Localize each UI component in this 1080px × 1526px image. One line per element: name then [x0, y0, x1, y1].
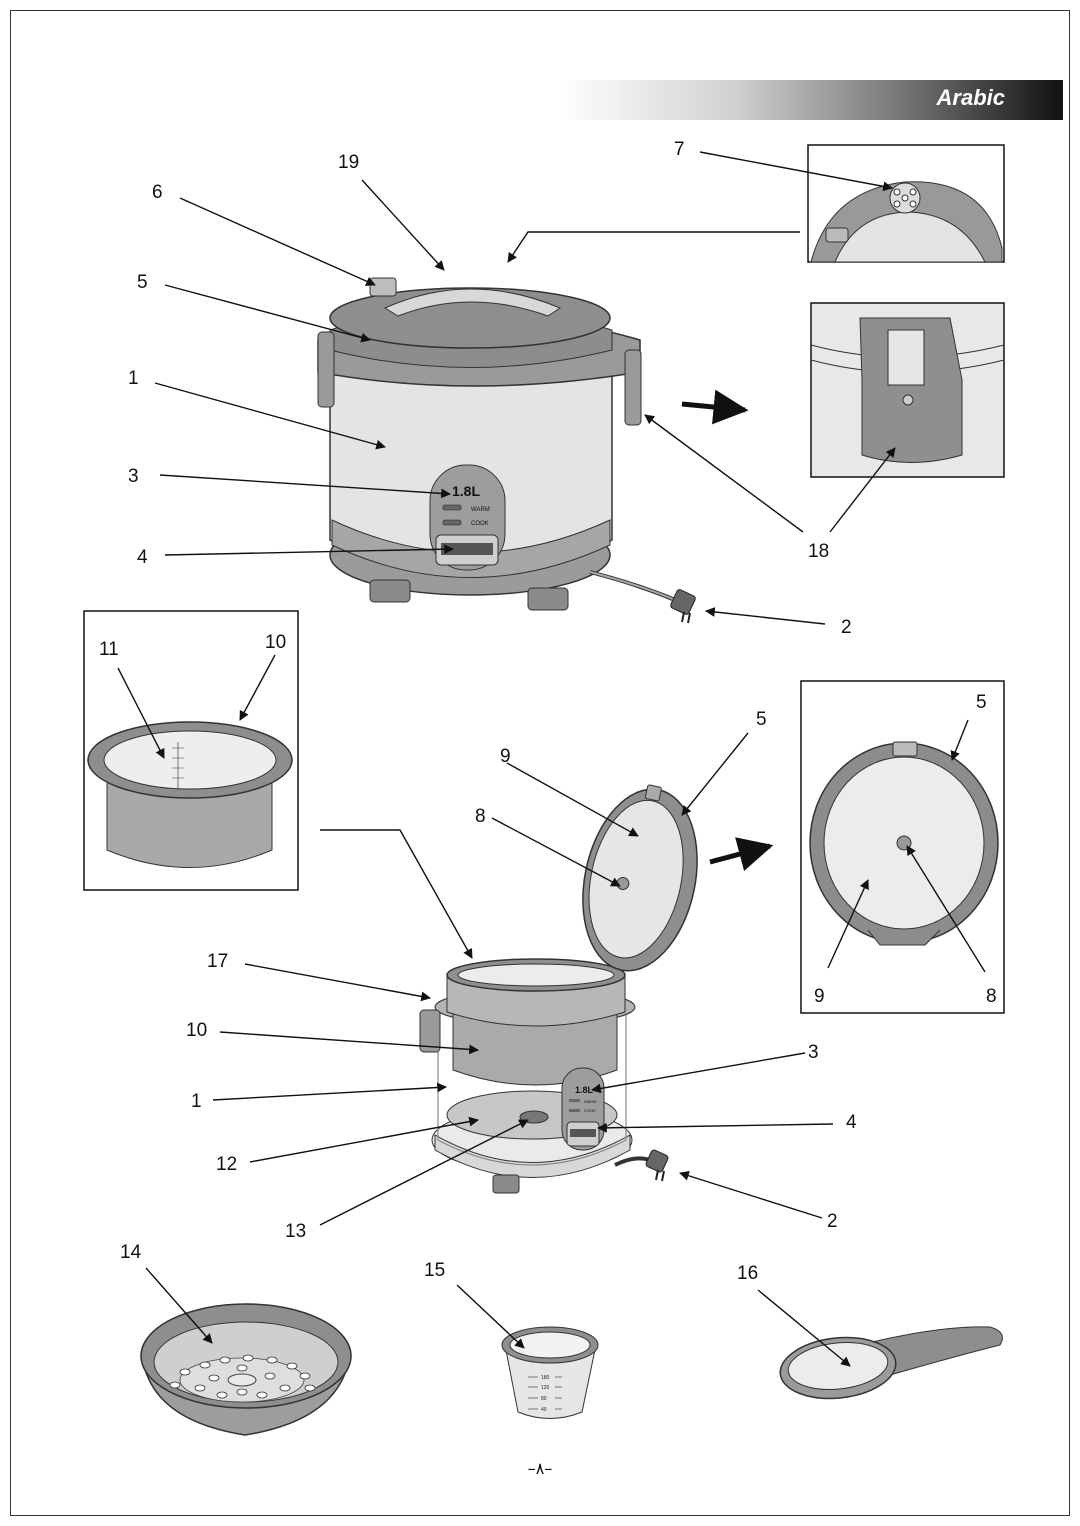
capacity-label-small: 1.8L [575, 1085, 594, 1095]
rice-cooker-closed: 1.8L WARM COOK [317, 277, 696, 624]
callout-2: 2 [827, 1211, 838, 1232]
callout-18: 18 [808, 541, 829, 562]
callout-10-inset: 10 [265, 632, 286, 653]
callout-14: 14 [120, 1242, 142, 1263]
language-banner: Arabic [560, 80, 1063, 120]
callout-4: 4 [846, 1112, 857, 1133]
callout-1: 1 [191, 1091, 202, 1112]
steamer-tray [140, 1303, 352, 1436]
callout-10: 10 [186, 1020, 207, 1041]
callout-8-inset: 8 [986, 986, 997, 1007]
callout-7: 7 [674, 139, 685, 160]
callout-9-lid: 9 [500, 746, 511, 767]
callout-3-top: 3 [128, 466, 139, 487]
callout-6: 6 [152, 182, 163, 203]
callout-13: 13 [285, 1221, 306, 1242]
cup-tick-120: 120 [541, 1385, 550, 1391]
inset-steam-vent [807, 144, 1005, 263]
inset-lid-latch [810, 302, 1005, 478]
callout-12: 12 [216, 1154, 237, 1175]
leader-lines [117, 151, 986, 1367]
callout-numbers: 6 19 7 5 1 3 4 18 2 11 10 9 5 8 5 9 8 17… [99, 139, 997, 1284]
callout-19: 19 [338, 152, 359, 173]
callout-11: 11 [99, 639, 119, 660]
callout-4-top: 4 [137, 547, 148, 568]
capacity-label: 1.8L [452, 483, 480, 499]
callout-16: 16 [737, 1263, 758, 1284]
cook-label: COOK [471, 521, 489, 527]
page-frame [10, 10, 1070, 1516]
callout-5-inset: 5 [976, 692, 987, 713]
callout-5-lid: 5 [756, 709, 767, 730]
callout-15: 15 [424, 1260, 445, 1281]
language-label: Arabic [936, 85, 1005, 110]
inset-inner-pot [83, 610, 299, 891]
measuring-cup: 180 120 80 40 [501, 1326, 599, 1419]
callout-2-top: 2 [841, 617, 852, 638]
callout-9-inset: 9 [814, 986, 825, 1007]
rice-spoon [779, 1326, 1003, 1400]
callout-1-top: 1 [128, 368, 139, 389]
callout-8-lid: 8 [475, 806, 486, 827]
rice-cooker-open: 1.8L WARM COOK [419, 784, 698, 1194]
warm-label-small: WARM [584, 1099, 597, 1104]
callout-17: 17 [207, 951, 228, 972]
plug-icon-small [645, 1149, 669, 1182]
callout-5-top: 5 [137, 272, 148, 293]
inset-lid-interior [800, 680, 1005, 1014]
cup-tick-40: 40 [541, 1407, 547, 1413]
connector-arrows [320, 231, 800, 959]
callout-3: 3 [808, 1042, 819, 1063]
plug-icon [670, 589, 696, 624]
cup-tick-80: 80 [541, 1396, 547, 1402]
page-number: –٨– [527, 1459, 553, 1478]
warm-label: WARM [471, 507, 490, 513]
cup-tick-180: 180 [541, 1375, 550, 1381]
cook-label-small: COOK [584, 1108, 596, 1113]
